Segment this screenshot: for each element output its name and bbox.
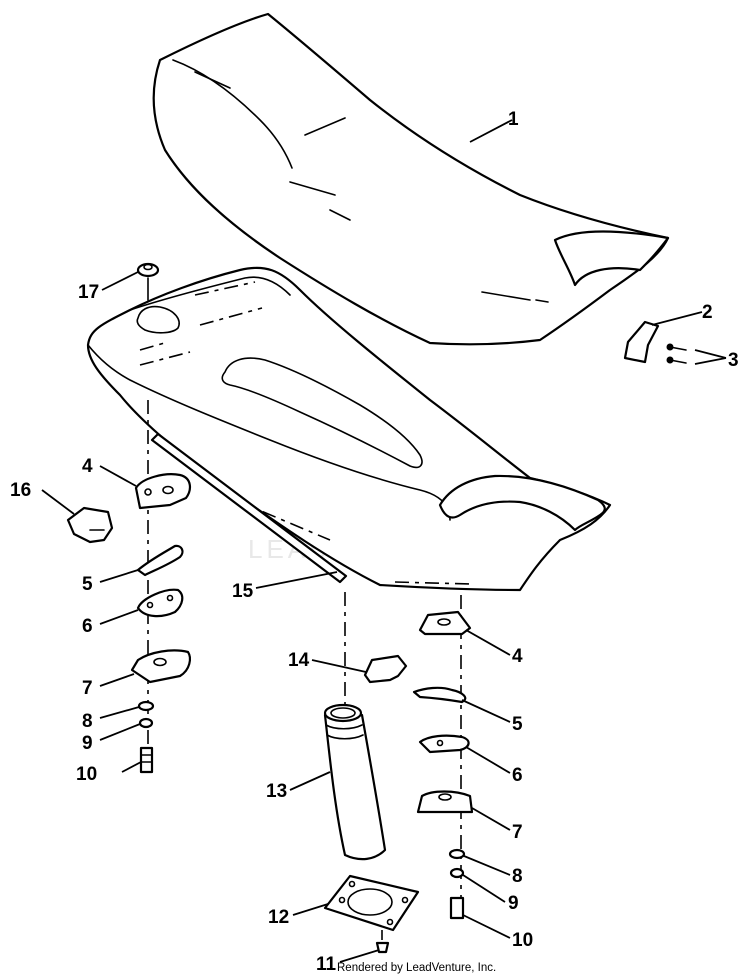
callout-5-right: 5: [512, 714, 523, 735]
part-7-right-mount: [416, 790, 474, 814]
callout-13: 13: [266, 781, 287, 802]
part-3-screws: [666, 343, 687, 364]
part-17-grommet: [136, 262, 160, 301]
part-10-right-bolt: [449, 896, 465, 920]
callout-4-right: 4: [512, 646, 523, 667]
callout-7-left: 7: [82, 678, 93, 699]
part-13-filler-tube: [323, 703, 387, 861]
part-4-left-hinge: [134, 473, 192, 510]
part-6-left-plate: [136, 588, 184, 618]
callout-10-left: 10: [76, 764, 97, 785]
callout-8-right: 8: [512, 866, 523, 887]
callout-10-right: 10: [512, 930, 533, 951]
part-4-right-hinge: [418, 610, 472, 636]
part-7-left-mount: [130, 649, 191, 684]
render-credit: Rendered by LeadVenture, Inc.: [337, 962, 497, 974]
callout-7-right: 7: [512, 822, 523, 843]
part-10-left-bolt: [139, 746, 154, 774]
part-5-left-clip: [136, 544, 184, 577]
callout-2: 2: [702, 302, 713, 323]
part-6-right-plate: [418, 734, 470, 754]
part-9-right-washer: [449, 867, 465, 879]
callout-16: 16: [10, 480, 31, 501]
part-12-flange-plate: [323, 874, 420, 940]
seat-base: [86, 266, 612, 592]
callout-1: 1: [508, 109, 519, 130]
part-11-screw: [375, 941, 390, 954]
part-8-left-washer: [137, 700, 155, 712]
callout-8-left: 8: [82, 711, 93, 732]
callout-9-right: 9: [508, 893, 519, 914]
part-9-left-washer: [138, 717, 154, 729]
callout-11: 11: [316, 954, 337, 975]
callout-17: 17: [78, 282, 99, 303]
leader-lines: [41, 119, 727, 963]
part-14-latch: [363, 654, 408, 684]
callout-12: 12: [268, 907, 289, 928]
callout-labels: 1 2 3 4 4 5 5 6 6 7 7 8 8 9 9 10 10 11 1…: [10, 109, 739, 975]
callout-4-left: 4: [82, 456, 93, 477]
part-15-trim-strip: [150, 432, 348, 584]
callout-3: 3: [728, 350, 739, 371]
part-2-bracket: [623, 320, 660, 364]
part-5-right-clip: [412, 686, 467, 704]
callout-15: 15: [232, 581, 254, 602]
part-8-right-washer: [448, 848, 466, 860]
seat-cushion: [152, 12, 670, 346]
callout-14: 14: [288, 650, 310, 671]
part-16-latch: [66, 506, 114, 544]
callout-5-left: 5: [82, 574, 93, 595]
callout-6-right: 6: [512, 765, 523, 786]
callout-6-left: 6: [82, 616, 93, 637]
callout-9-left: 9: [82, 733, 93, 754]
